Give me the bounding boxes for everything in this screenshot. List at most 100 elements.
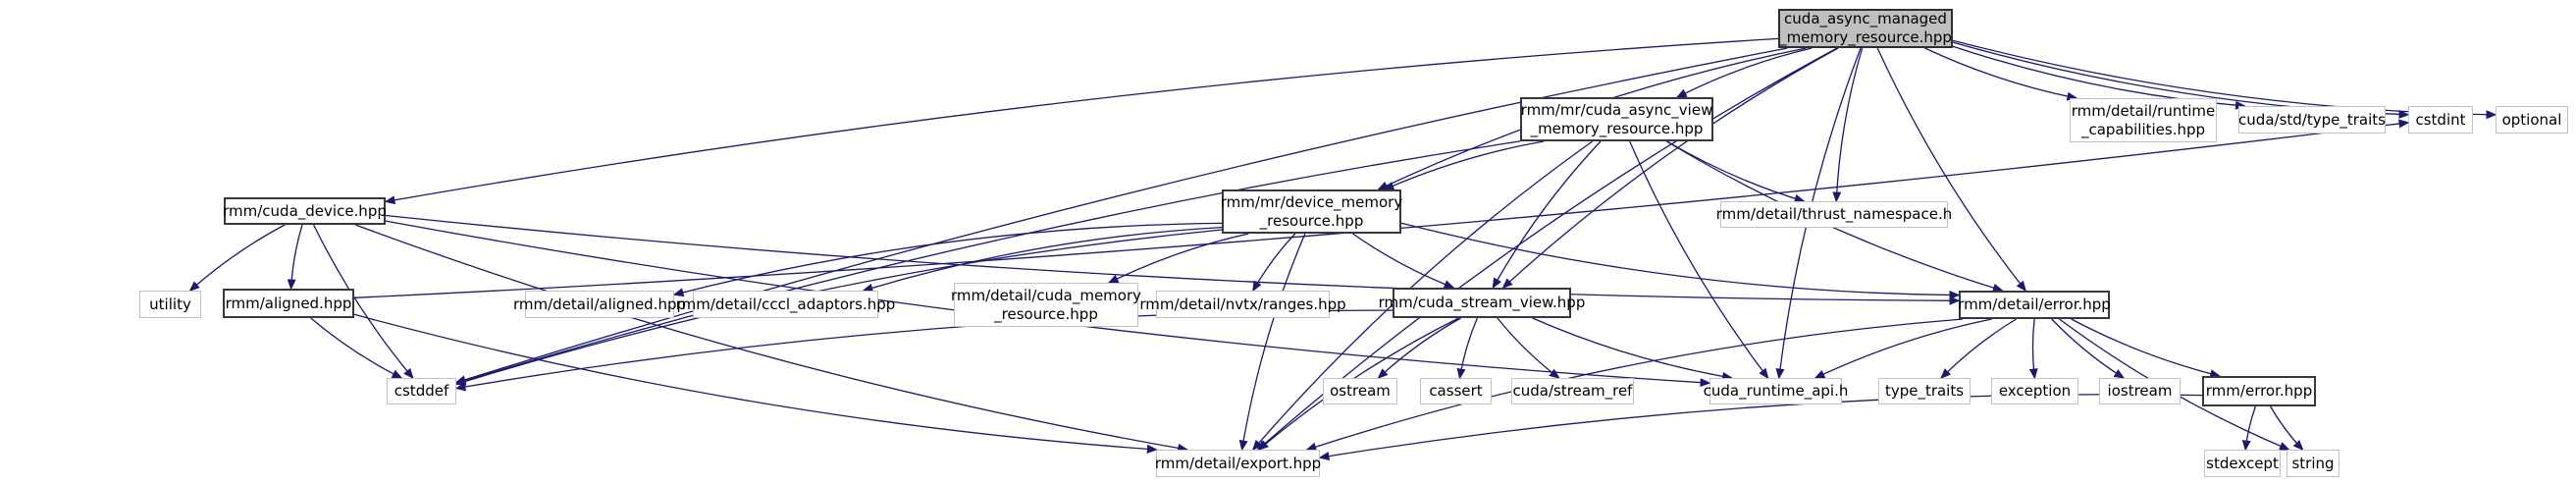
include-edge-device_mr-to-cstddef [454,229,1223,386]
include-edge-cuda_stream_view-to-cuda_stream_ref [1497,317,1560,379]
include-edge-async_view-to-thrust_namespace [1666,140,1806,203]
graph-node-label: iostream [2107,382,2173,400]
graph-node-cstddef: cstddef [387,378,456,404]
include-edge-root-to-runtime_capabilities [1924,47,2078,101]
graph-node-label: rmm/mr/device_memory [1220,192,1403,211]
graph-node-string: string [2287,450,2339,477]
include-edge-root-to-async_view [1675,47,1813,98]
include-edge-cuda_device-to-cstddef [313,224,414,380]
include-edge-cuda_device-to-utility [188,224,286,292]
include-edge-detail_error-to-type_traits [1940,318,2017,380]
include-edge-device_mr-to-cccl_adaptors [862,226,1223,293]
graph-node-label: _resource.hpp [994,304,1098,323]
graph-node-label: cuda/std/type_traits [2238,110,2386,129]
include-edge-device_mr-to-cuda_stream_view [1352,233,1455,289]
graph-node-cassert: cassert [1420,378,1492,404]
graph-node-label: rmm/error.hpp [2205,382,2313,400]
graph-node-type-traits: type_traits [1878,378,1971,404]
include-edge-device_mr-to-detail_cuda_mr [1107,233,1249,284]
include-edge-async_view-to-cstddef [454,140,1521,385]
graph-node-label: utility [149,295,191,313]
include-edge-rmm_error-to-string [2270,405,2304,452]
graph-node-device-mr[interactable]: rmm/mr/device_memory_resource.hpp [1220,189,1403,234]
graph-node-rmm-error[interactable]: rmm/error.hpp [2202,376,2316,406]
include-edge-async_view-to-export [1251,140,1594,452]
include-edge-root-to-thrust_namespace [1832,47,1864,203]
graph-node-detail-error[interactable]: rmm/detail/error.hpp [1958,291,2111,319]
include-edge-async_view-to-cuda_runtime_api [1629,140,1769,380]
graph-node-detail-aligned: rmm/detail/aligned.hpp [513,291,686,318]
include-edge-cuda_device-to-export [355,224,1189,453]
graph-node-detail-cuda-mr: rmm/detail/cuda_memory_resource.hpp [950,283,1142,327]
graph-node-label: rmm/detail/cuda_memory [950,286,1142,304]
include-edge-cuda_stream_view-to-cstddef [454,309,1393,392]
graph-node-label: type_traits [1884,382,1965,400]
graph-node-stdexcept: stdexcept [2204,450,2281,477]
graph-node-label: optional [2501,110,2562,129]
include-edge-detail_error-to-iostream [2051,318,2126,379]
graph-node-cuda-device[interactable]: rmm/cuda_device.hpp [223,197,387,225]
graph-node-runtime-capabilities: rmm/detail/runtime_capabilities.hpp [2070,98,2217,142]
graph-node-cuda-std-type-traits: cuda/std/type_traits [2238,106,2386,134]
graph-node-label: cuda/stream_ref [1512,382,1633,400]
graph-node-aligned[interactable]: rmm/aligned.hpp [223,289,354,318]
graph-node-iostream: iostream [2099,378,2181,404]
graph-node-label: rmm/cuda_device.hpp [223,201,387,220]
graph-node-label: rmm/detail/cccl_adaptors.hpp [675,295,896,313]
include-edge-aligned-to-cstddef [310,317,403,379]
include-edge-detail_error-to-export [1305,318,1964,452]
include-edge-cuda_stream_view-to-export [1257,317,1459,451]
include-edge-async_view-to-device_mr [1383,140,1545,190]
graph-node-label: ostream [1330,382,1391,400]
include-edge-detail_error-to-cuda_runtime_api [1814,318,1992,379]
include-edge-detail_error-to-rmm_error [2071,318,2222,379]
graph-node-root[interactable]: cuda_async_managed_memory_resource.hpp [1778,9,1953,48]
graph-node-label: rmm/detail/export.hpp [1154,454,1322,472]
graph-node-cccl-adaptors: rmm/detail/cccl_adaptors.hpp [676,291,895,318]
graph-node-async-view[interactable]: rmm/mr/cuda_async_view_memory_resource.h… [1520,97,1713,141]
graph-node-label: _memory_resource.hpp [1530,119,1704,137]
graph-node-optional: optional [2496,106,2568,134]
include-edge-device_mr-to-export [1238,233,1306,452]
include-edge-root-to-detail_error [1876,47,2027,293]
graph-node-exception: exception [1991,378,2078,404]
include-edge-root-to-cstddef [454,47,1788,385]
include-edge-root-to-cuda_std_type_traits [1952,45,2246,110]
graph-node-label: cstdint [2415,110,2466,129]
graph-node-label: _memory_resource.hpp [1779,28,1952,46]
graph-node-label: cuda_async_managed [1784,10,1947,27]
include-edge-cuda_device-to-detail_error [385,214,1961,305]
include-edge-cuda_stream_view-to-cuda_runtime_api [1532,317,1734,381]
include-edge-device_mr-to-detail_error [1400,222,1961,300]
graph-node-cstdint: cstdint [2408,106,2473,134]
graph-node-label: rmm/detail/nvtx/ranges.hpp [1139,295,1346,313]
include-edge-root-to-cuda_stream_view [1501,47,1839,290]
include-edge-device_mr-to-nvtx_ranges [1252,233,1296,293]
graph-node-label: rmm/mr/cuda_async_view [1520,100,1713,119]
graph-node-label: stdexcept [2206,454,2279,472]
include-edge-cuda_stream_view-to-ostream [1377,317,1461,380]
graph-node-label: rmm/detail/error.hpp [1958,296,2111,313]
graph-node-utility: utility [139,291,201,318]
graph-node-cuda-stream-ref: cuda/stream_ref [1511,378,1634,404]
graph-node-label: rmm/cuda_stream_view.hpp [1378,294,1586,311]
include-edge-async_view-to-cuda_stream_view [1492,140,1602,290]
graph-node-label: cstddef [394,382,449,400]
include-edge-root-to-cuda_device [384,37,1779,205]
graph-node-label: _resource.hpp [1259,211,1364,230]
graph-node-export: rmm/detail/export.hpp [1154,450,1322,477]
include-edge-rmm_error-to-stdexcept [2241,405,2257,452]
include-edge-cuda_stream_view-to-cassert [1456,317,1478,380]
graph-node-label: exception [1998,382,2072,400]
graph-node-cuda-runtime-api: cuda_runtime_api.h [1704,378,1848,404]
graph-node-label: rmm/aligned.hpp [225,294,352,312]
graph-node-nvtx-ranges: rmm/detail/nvtx/ranges.hpp [1139,291,1346,318]
graph-node-label: cuda_runtime_api.h [1703,382,1849,400]
graph-node-label: string [2291,454,2335,472]
graph-node-label: cassert [1429,382,1483,400]
graph-node-cuda-stream-view[interactable]: rmm/cuda_stream_view.hpp [1379,288,1585,318]
include-edge-cuda_device-to-aligned [287,224,303,291]
graph-node-thrust-namespace: rmm/detail/thrust_namespace.h [1716,201,1952,228]
graph-node-label: rmm/detail/thrust_namespace.h [1715,205,1953,223]
